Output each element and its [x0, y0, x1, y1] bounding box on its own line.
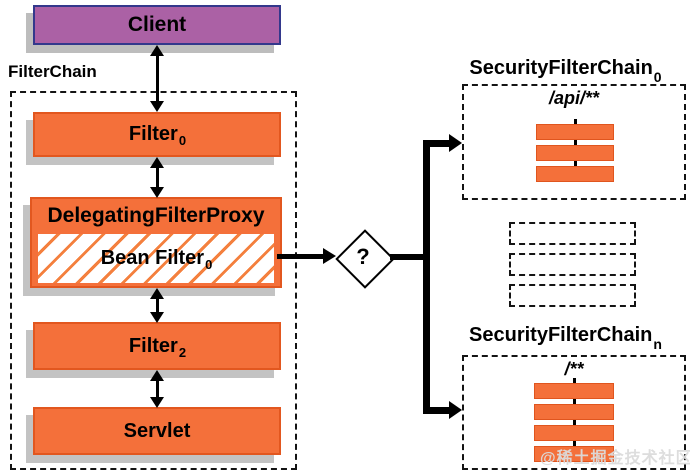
security-filter-chain-n-frame: /**: [462, 355, 686, 470]
security-filter-bar: [534, 446, 614, 462]
filter0-label: Filter: [128, 123, 178, 145]
bean-filter-label: Bean Filter: [100, 247, 205, 269]
filterchain-label: FilterChain: [8, 62, 97, 81]
arrow-down-icon: [150, 312, 164, 323]
placeholder-chain-bar: [509, 222, 636, 245]
security-filter-bar: [536, 166, 614, 182]
client-label: Client: [127, 13, 187, 36]
filterchain-frame: [10, 91, 297, 470]
arrow-shaft: [155, 294, 159, 317]
decision-label: ?: [356, 244, 370, 269]
connector-trunk: [423, 140, 430, 414]
ellipsis-tick-icon: [572, 378, 576, 383]
security-filter-chain-n-bars: [534, 378, 614, 462]
security-filter-chain-0-title: SecurityFilterChain0: [452, 57, 678, 85]
ellipsis-tick-icon: [572, 441, 576, 446]
connector-branch-top: [423, 140, 451, 147]
arrow-down-icon: [150, 101, 164, 112]
security-filter-chain-n-pattern: /**: [564, 359, 584, 379]
connector-decision-out: [390, 254, 430, 260]
ellipsis-tick-icon: [572, 420, 576, 425]
security-filter-bar: [534, 404, 614, 420]
security-filter-bar: [536, 145, 614, 161]
ellipsis-tick-icon: [573, 140, 577, 145]
arrow-right-icon: [449, 401, 462, 419]
watermark: @稀土掘金技术社区: [540, 450, 690, 467]
ellipsis-tick-icon: [573, 119, 577, 124]
arrow-up-icon: [150, 288, 164, 299]
arrow-filter0-dfp: [149, 157, 165, 198]
security-filter-chain-0-subscript: 0: [653, 69, 662, 85]
arrow-client-filter0: [149, 45, 165, 112]
security-filter-bar: [534, 383, 614, 399]
security-filter-chain-0-bars: [536, 119, 614, 182]
security-filter-chain-n-title: SecurityFilterChainn: [452, 324, 678, 352]
arrow-shaft: [155, 51, 159, 106]
filter0-subscript: 0: [178, 133, 187, 148]
security-filter-bar: [534, 425, 614, 441]
servlet-node: Servlet: [33, 407, 281, 455]
bean-filter-subscript: 0: [205, 257, 213, 272]
placeholder-chain-bar: [509, 253, 636, 276]
security-filter-chain-n-subscript: n: [653, 336, 662, 352]
arrow-shaft: [155, 376, 159, 402]
filter2-label: Filter: [128, 334, 178, 357]
security-filter-chain-0-pattern: /api/**: [548, 88, 600, 108]
arrow-up-icon: [150, 45, 164, 56]
security-filter-chain-0-title-text: SecurityFilterChain: [469, 57, 653, 79]
placeholder-chain-bar: [509, 284, 636, 307]
other-chains-placeholder-list: [509, 222, 636, 315]
arrow-right-icon: [323, 248, 336, 264]
arrow-down-icon: [150, 187, 164, 198]
arrow-dfp-filter2: [149, 288, 165, 323]
ellipsis-tick-icon: [573, 161, 577, 166]
ellipsis-tick-icon: [572, 399, 576, 404]
arrow-filter2-servlet: [149, 370, 165, 408]
arrow-shaft: [155, 163, 159, 192]
filter2-subscript: 2: [178, 344, 187, 360]
arrow-up-icon: [150, 157, 164, 168]
security-filter-bar: [536, 124, 614, 140]
security-filter-chain-0-frame: /api/**: [462, 84, 686, 200]
client-node: Client: [33, 5, 281, 45]
arrow-down-icon: [150, 397, 164, 408]
delegating-filter-proxy-label: DelegatingFilterProxy: [47, 204, 265, 227]
connector-branch-bottom: [423, 407, 451, 414]
security-filter-chain-n-title-text: SecurityFilterChain: [469, 324, 653, 346]
arrow-up-icon: [150, 370, 164, 381]
arrow-right-icon: [449, 134, 462, 152]
connector-bean-to-decision: [277, 254, 325, 259]
servlet-label: Servlet: [123, 419, 191, 442]
